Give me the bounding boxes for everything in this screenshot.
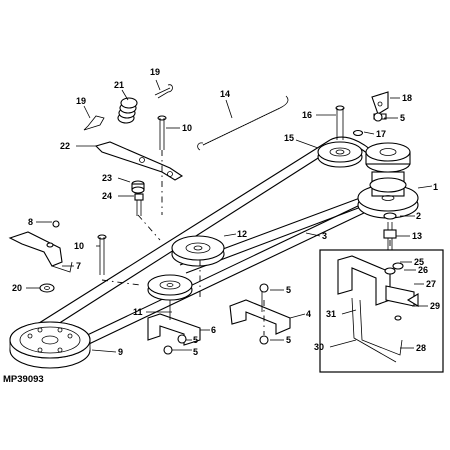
callout-13: 13 <box>412 231 422 241</box>
callout-30: 30 <box>314 342 324 352</box>
callouts: 1 2 13 3 4 5 5 5 5 6 11 12 9 20 8 7 10 1… <box>12 67 440 357</box>
callout-1: 1 <box>433 182 438 192</box>
arm-bushing <box>131 180 145 194</box>
lower-idler-pulley <box>147 274 193 301</box>
callout-2: 2 <box>416 211 421 221</box>
nut-5-d <box>259 283 269 293</box>
callout-5-b: 5 <box>193 335 198 345</box>
upper-idler-pulley <box>317 141 363 168</box>
upper-bolt <box>157 115 167 150</box>
callout-17: 17 <box>376 129 386 139</box>
callout-10-a: 10 <box>182 123 192 133</box>
callout-18: 18 <box>402 93 412 103</box>
callout-5-e: 5 <box>286 335 291 345</box>
tension-spring <box>197 95 289 151</box>
callout-16: 16 <box>302 110 312 120</box>
callout-11: 11 <box>133 307 143 317</box>
washer-20 <box>39 283 55 293</box>
alignment-lines <box>101 150 391 335</box>
nut-5-a <box>373 112 383 122</box>
left-bracket <box>8 220 73 273</box>
callout-27: 27 <box>426 279 436 289</box>
callout-19-b: 19 <box>150 67 160 77</box>
callout-29: 29 <box>430 301 440 311</box>
deck-pulley <box>9 321 91 369</box>
callout-10-b: 10 <box>74 241 84 251</box>
lower-bolt <box>97 234 107 275</box>
callout-31: 31 <box>326 309 336 319</box>
detail-inset <box>319 249 444 373</box>
callout-5-c: 5 <box>193 347 198 357</box>
callout-9: 9 <box>118 347 123 357</box>
callout-14: 14 <box>220 89 230 99</box>
callout-22: 22 <box>60 141 70 151</box>
diagram-reference-code: MP39093 <box>3 374 44 385</box>
middle-idler-pulley <box>171 235 225 267</box>
callout-20: 20 <box>12 283 22 293</box>
callout-12: 12 <box>237 229 247 239</box>
nut-5-c <box>163 345 173 355</box>
callout-19-a: 19 <box>76 96 86 106</box>
spring-hook-right <box>154 84 173 99</box>
idler-bolt <box>335 105 364 140</box>
callout-15: 15 <box>284 133 294 143</box>
callout-5-d: 5 <box>286 285 291 295</box>
leader-lines <box>26 79 433 353</box>
callout-25: 25 <box>414 257 424 267</box>
callout-6: 6 <box>211 325 216 335</box>
callout-3: 3 <box>322 231 327 241</box>
nut-5-e <box>259 335 269 345</box>
callout-5-a: 5 <box>400 113 405 123</box>
nut-5-b <box>177 334 187 344</box>
arm-bolt <box>134 193 144 216</box>
short-spring <box>117 97 138 124</box>
pulley-bolt <box>383 212 397 250</box>
right-bracket <box>229 290 291 335</box>
spring-hook-left <box>83 115 105 131</box>
callout-24: 24 <box>102 191 112 201</box>
callout-7: 7 <box>76 261 81 271</box>
callout-23: 23 <box>102 173 112 183</box>
callout-8: 8 <box>28 217 33 227</box>
callout-26: 26 <box>418 265 428 275</box>
engine-pulley <box>357 142 419 219</box>
idler-arm <box>94 141 184 181</box>
callout-4: 4 <box>306 309 311 319</box>
callout-21: 21 <box>114 80 124 90</box>
callout-28: 28 <box>416 343 426 353</box>
